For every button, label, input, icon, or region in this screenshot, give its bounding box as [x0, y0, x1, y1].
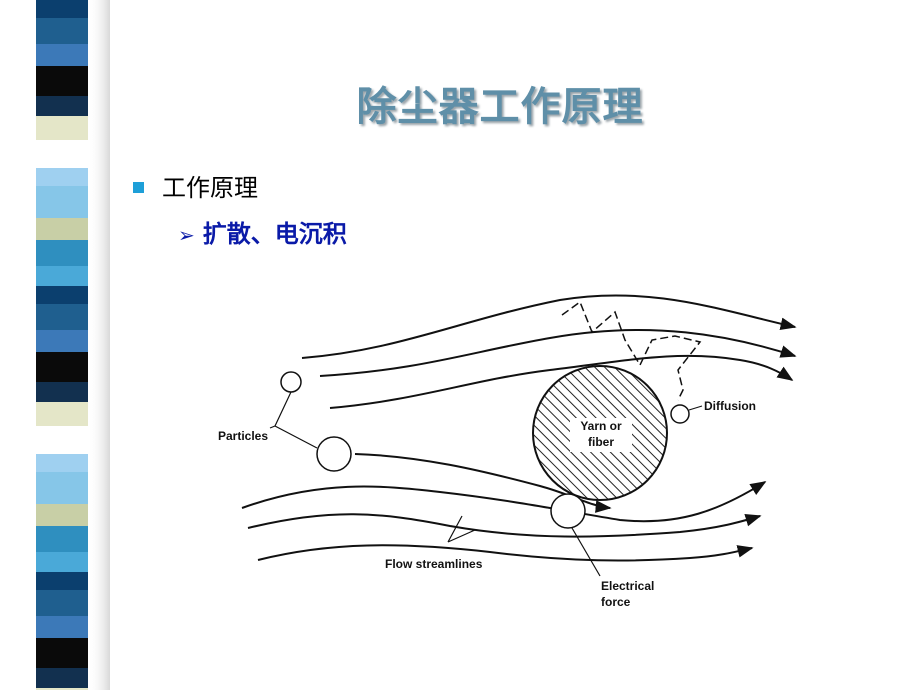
diffusion-particle [670, 404, 690, 424]
streamline [319, 328, 797, 377]
streamline [354, 453, 612, 513]
sub-bullet-text: 扩散、电沉积 [202, 220, 347, 248]
streamline [301, 294, 797, 359]
diffusion-label: Diffusion [704, 399, 756, 413]
stripe-block [36, 552, 88, 572]
electrical-particle [550, 493, 586, 529]
stripe-block [36, 218, 88, 240]
stripe-block [36, 638, 88, 668]
stripe-block [36, 44, 88, 66]
stripe-block [36, 0, 88, 18]
stripe-block [36, 668, 88, 688]
streamline [257, 544, 754, 562]
decorative-stripe [36, 0, 110, 690]
stripe-block [36, 286, 88, 304]
fiber-label-line1: Yarn or [580, 419, 622, 433]
particle-small [280, 371, 302, 393]
stripe-block [36, 688, 88, 690]
stripe-block [36, 454, 88, 472]
stripe-block [36, 352, 88, 382]
fiber-label-line2: fiber [588, 435, 614, 449]
electrical-label-line1: Electrical [601, 579, 654, 593]
streamline [247, 513, 762, 538]
flow-leader [447, 515, 476, 543]
arrow-bullet-icon: ➢ [178, 223, 195, 247]
stripe-block [36, 504, 88, 526]
bullet-item-level1: 工作原理 [133, 168, 258, 203]
stripe-block [36, 140, 88, 168]
stripe-block [36, 304, 88, 330]
stripe-block [36, 330, 88, 352]
electrical-label-line2: force [601, 595, 631, 609]
stripe-block [36, 66, 88, 96]
stripe-block [36, 616, 88, 638]
streamline [241, 481, 767, 523]
stripe-block [36, 116, 88, 140]
bullet-item-level2: ➢ 扩散、电沉积 [178, 214, 347, 249]
stripe-block [36, 526, 88, 552]
stripe-block [36, 472, 88, 504]
particle-large [316, 436, 352, 472]
particles-leader [269, 391, 318, 449]
particles-label: Particles [218, 429, 268, 443]
stripe-block [36, 402, 88, 426]
flow-label: Flow streamlines [385, 557, 483, 571]
fiber-label-bg [570, 418, 632, 452]
stripe-block [36, 266, 88, 286]
filtration-diagram: Yarn or fiber Diffusion Particles Electr… [218, 294, 797, 609]
stripe-block [36, 382, 88, 402]
stripe-block [36, 18, 88, 44]
stripe-block [36, 168, 88, 186]
stripe-block [36, 590, 88, 616]
stripe-block [36, 96, 88, 116]
bullet-text: 工作原理 [162, 174, 258, 202]
stripe-block [36, 240, 88, 266]
slide-title: 除尘器工作原理 [356, 83, 644, 130]
stripe-block [36, 572, 88, 590]
diffusion-path [561, 300, 702, 401]
streamline [329, 354, 794, 409]
stripe-block [36, 426, 88, 454]
stripe-block [36, 186, 88, 218]
diffusion-leader [688, 405, 703, 411]
square-bullet-icon [133, 181, 144, 193]
electrical-leader [571, 527, 601, 577]
